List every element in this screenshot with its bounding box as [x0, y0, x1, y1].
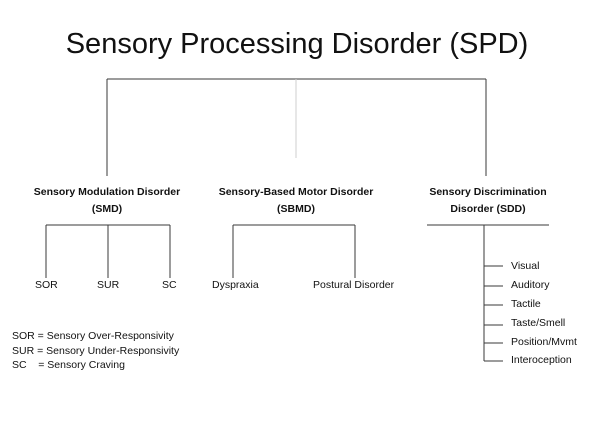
legend: SOR = Sensory Over-Responsivity SUR = Se… — [12, 329, 179, 373]
tactile-leaf: Tactile — [511, 298, 541, 310]
visual-leaf: Visual — [511, 260, 540, 272]
legend-item-sor: SOR = Sensory Over-Responsivity — [12, 330, 174, 342]
smd-label-line2: (SMD) — [91, 203, 123, 215]
diagram-title: Sensory Processing Disorder (SPD) — [65, 28, 529, 60]
sur-leaf: SUR — [97, 279, 120, 291]
sbmd-node: Sensory-Based Motor Disorder (SBMD) — [206, 184, 386, 218]
auditory-leaf: Auditory — [511, 279, 550, 291]
smd-node: Sensory Modulation Disorder (SMD) — [17, 184, 197, 218]
sbmd-label-line1: Sensory-Based Motor Disorder — [218, 186, 374, 198]
sdd-label-line1: Sensory Discrimination — [429, 186, 547, 198]
dyspraxia-leaf: Dyspraxia — [212, 279, 259, 291]
legend-item-sc: SC = Sensory Craving — [12, 359, 125, 371]
sdd-label-line2: Disorder (SDD) — [450, 203, 526, 215]
smd-label-line1: Sensory Modulation Disorder — [33, 186, 181, 198]
position-mvmt-leaf: Position/Mvmt — [511, 336, 577, 348]
sor-leaf: SOR — [35, 279, 58, 291]
sc-leaf: SC — [162, 279, 177, 291]
legend-item-sur: SUR = Sensory Under-Responsivity — [12, 344, 180, 357]
taste-smell-leaf: Taste/Smell — [511, 317, 566, 329]
sdd-node: Sensory Discrimination Disorder (SDD) — [398, 184, 578, 218]
postural-disorder-leaf: Postural Disorder — [313, 279, 395, 291]
sbmd-label-line2: (SBMD) — [277, 203, 315, 215]
interoception-leaf: Interoception — [511, 354, 572, 366]
